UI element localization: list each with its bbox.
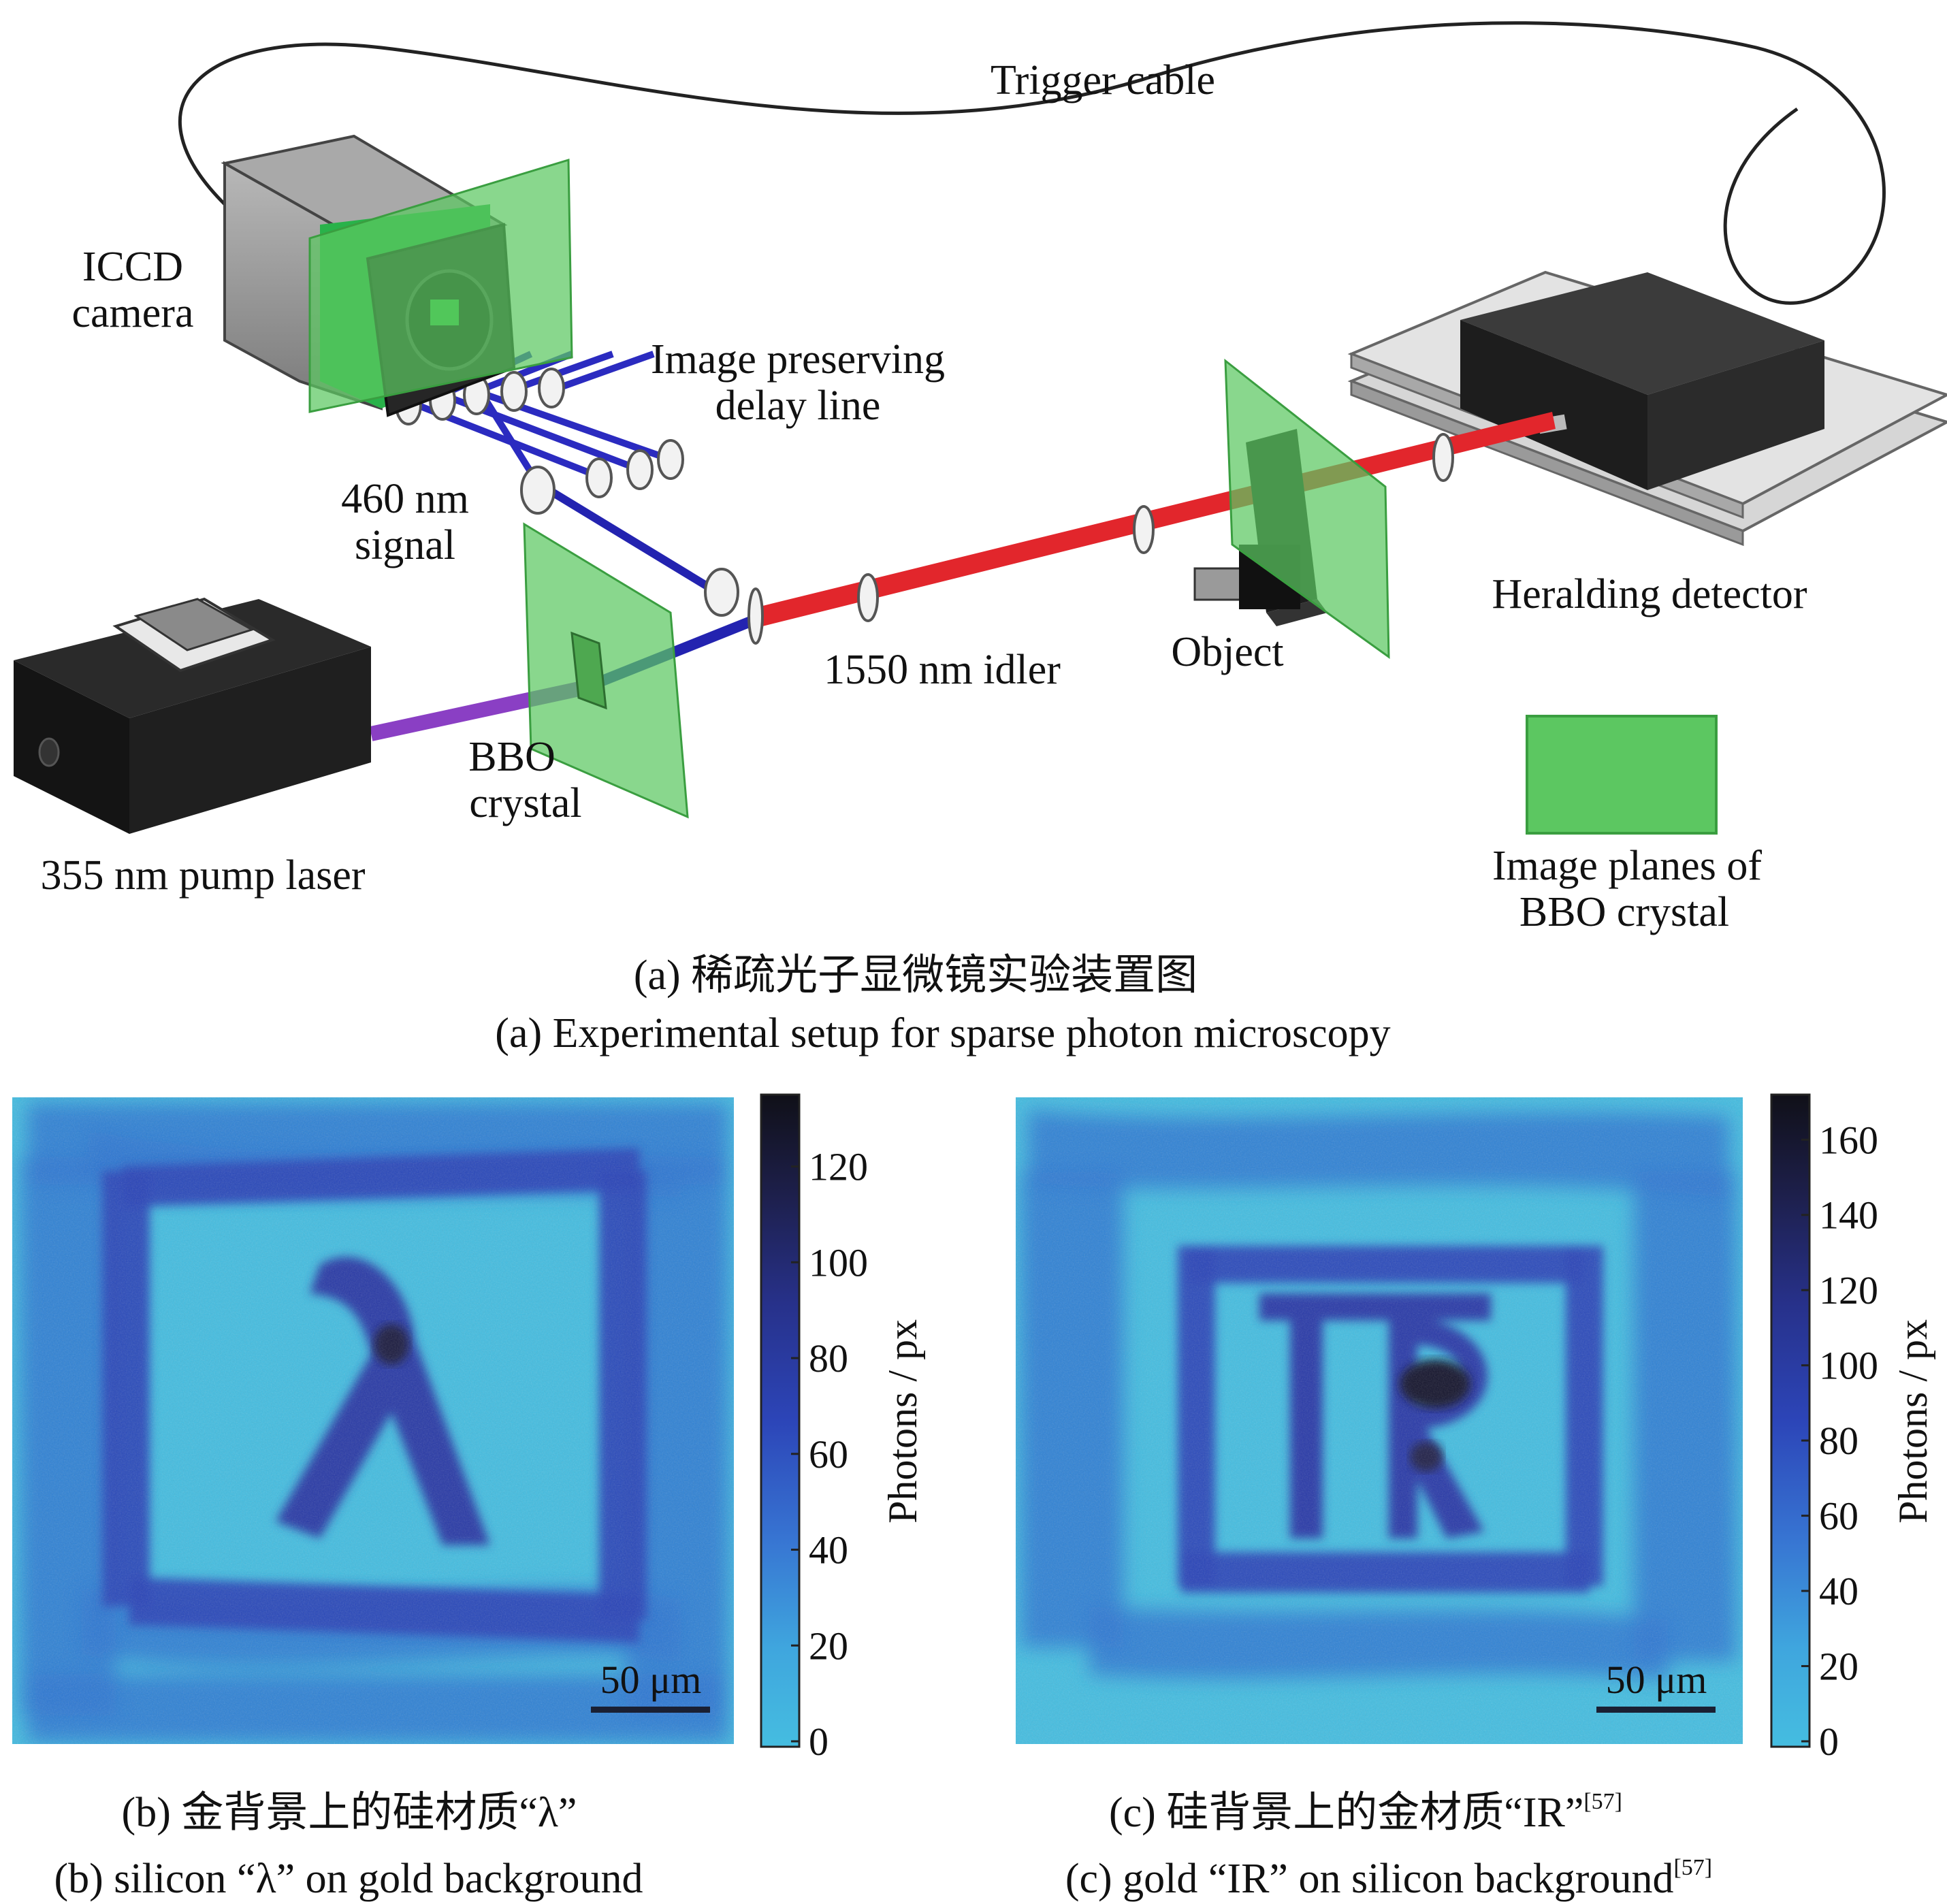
caption-c-en: (c) gold “IR” on silicon background[57] xyxy=(1065,1855,1712,1902)
delay-line-label-1: Image preserving xyxy=(651,336,945,383)
scale-bar-b xyxy=(591,1707,710,1713)
colorbar-b: 0 20 40 60 80 100 120 Photons / px xyxy=(760,1093,925,1764)
colorbar-tick-label: 80 xyxy=(1819,1419,1858,1463)
caption-c-zh-citation: [57] xyxy=(1583,1789,1622,1814)
trigger-cable xyxy=(178,21,1886,305)
colorbar-tick-label: 100 xyxy=(1819,1344,1878,1388)
image-plane-camera xyxy=(308,158,573,413)
caption-a-en: (a) Experimental setup for sparse photon… xyxy=(495,1010,1390,1056)
pump-laser-label: 355 nm pump laser xyxy=(41,852,366,899)
colorbar-tick-label: 40 xyxy=(809,1528,848,1572)
caption-c-en-text: (c) gold “IR” on silicon background xyxy=(1065,1856,1674,1902)
signal-label-1: 460 nm xyxy=(341,476,469,522)
colorbar-tick-label: 60 xyxy=(809,1432,848,1477)
scale-bar-label-b: 50 μm xyxy=(600,1658,702,1702)
colorbar-tick-label: 160 xyxy=(1819,1118,1878,1162)
colorbar-tick-label: 80 xyxy=(809,1336,848,1381)
colorbar-tick-label: 120 xyxy=(1819,1268,1878,1312)
colorbar-label-b: Photons / px xyxy=(880,1319,925,1523)
scale-bar-c xyxy=(1596,1707,1716,1713)
signal-beam-up xyxy=(535,479,731,603)
legend-label-1: Image planes of xyxy=(1492,843,1762,889)
scale-bar-label-c: 50 μm xyxy=(1606,1658,1707,1702)
trigger-cable-label: Trigger cable xyxy=(991,57,1215,103)
image-c xyxy=(1016,1097,1743,1744)
caption-c-en-citation: [57] xyxy=(1673,1855,1712,1880)
object-label: Object xyxy=(1171,629,1283,675)
colorbar-label-c: Photons / px xyxy=(1890,1319,1935,1523)
pump-laser xyxy=(14,597,371,834)
colorbar-tick-label: 140 xyxy=(1819,1193,1878,1238)
colorbar-tick-label: 20 xyxy=(1819,1645,1858,1689)
colorbar-ticks-b: 0 20 40 60 80 100 120 xyxy=(791,1145,868,1764)
idler-label: 1550 nm idler xyxy=(824,647,1061,693)
colorbar-tick-label: 60 xyxy=(1819,1494,1858,1538)
colorbar-tick-label: 120 xyxy=(809,1145,868,1189)
colorbar-ticks-c: 0 20 40 60 80 100 120 140 160 xyxy=(1801,1118,1878,1764)
setup-diagram: Trigger cable ICCD camera Image preservi… xyxy=(14,21,1947,1056)
caption-a-zh: (a) 稀疏光子显微镜实验装置图 xyxy=(634,952,1197,999)
colorbar-c: 0 20 40 60 80 100 120 140 160 Photons / px xyxy=(1770,1093,1935,1764)
bbo-label-2: crystal xyxy=(469,780,581,826)
colorbar-tick-label: 20 xyxy=(809,1624,848,1668)
colorbar-tick-label: 0 xyxy=(809,1720,828,1764)
heralding-detector xyxy=(1347,270,1947,547)
idler-lenses xyxy=(747,433,1454,645)
iccd-label-1: ICCD xyxy=(82,244,183,290)
heralding-detector-label: Heralding detector xyxy=(1492,571,1807,617)
iccd-label-2: camera xyxy=(72,290,194,336)
bbo-label-1: BBO xyxy=(468,734,555,780)
image-plane-bbo xyxy=(523,522,689,819)
image-b xyxy=(12,1097,734,1744)
delay-line-label-2: delay line xyxy=(715,383,881,429)
colorbar-tick-label: 0 xyxy=(1819,1720,1839,1764)
colorbar-tick-label: 40 xyxy=(1819,1569,1858,1613)
caption-b-en: (b) silicon “λ” on gold background xyxy=(54,1856,643,1902)
colorbar-tick-label: 100 xyxy=(809,1240,868,1285)
caption-c-zh-text: (c) 硅背景上的金材质“IR” xyxy=(1109,1790,1583,1836)
signal-label-2: signal xyxy=(355,522,455,568)
bbo-crystal xyxy=(570,631,607,710)
image-plane-object xyxy=(1224,358,1390,659)
legend-label-2: BBO crystal xyxy=(1519,889,1729,935)
caption-b-zh: (b) 金背景上的硅材质“λ” xyxy=(122,1790,577,1836)
caption-c-zh: (c) 硅背景上的金材质“IR”[57] xyxy=(1109,1789,1622,1836)
legend-swatch xyxy=(1526,715,1718,835)
